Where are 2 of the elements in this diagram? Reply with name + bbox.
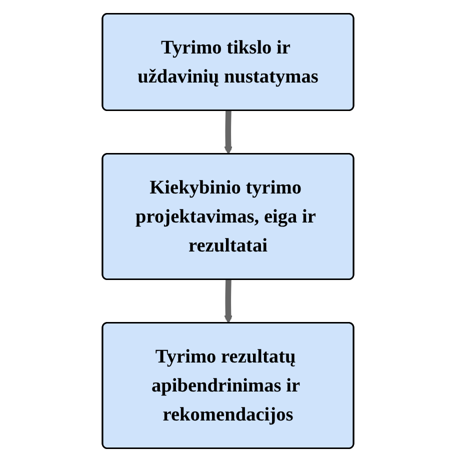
- arrow: [224, 279, 233, 324]
- arrow: [224, 110, 233, 154]
